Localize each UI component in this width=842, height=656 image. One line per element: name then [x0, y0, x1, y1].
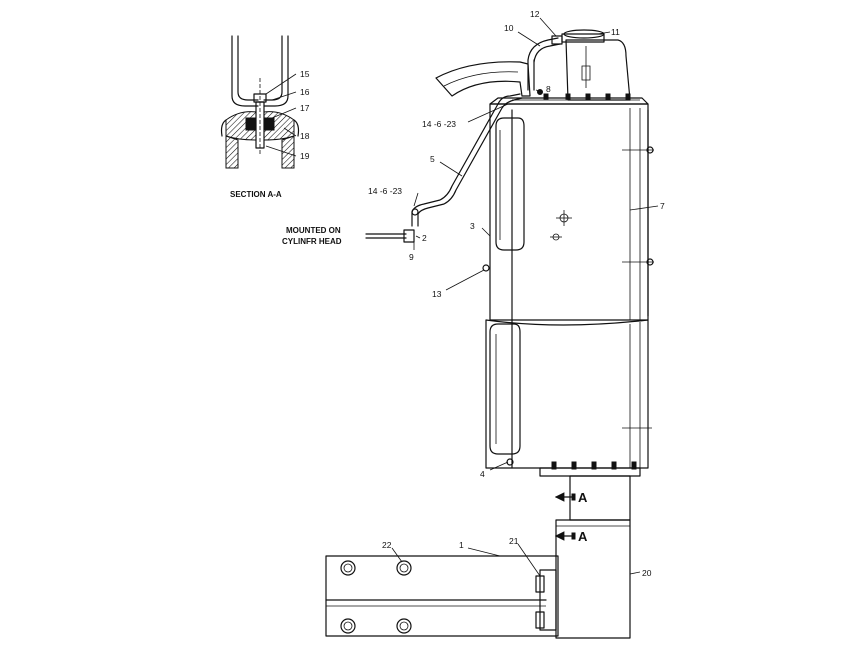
mounting-note-line2: CYLINFR HEAD [282, 237, 342, 246]
callout-14-lower: 14 -6 -23 [368, 186, 402, 196]
callout-1: 1 [459, 540, 464, 550]
center-mark [550, 210, 572, 241]
callout-14-upper: 14 -6 -23 [422, 119, 456, 129]
callout-10: 10 [504, 23, 514, 33]
callout-4: 4 [480, 469, 485, 479]
breather-rod [365, 93, 523, 243]
section-cut-marker-upper: A [554, 490, 588, 505]
callout-15: 15 [300, 69, 310, 79]
callout-11: 11 [611, 27, 620, 37]
section-cut-marker-lower: A [554, 529, 588, 544]
callout-19: 19 [300, 151, 310, 161]
callout-18: 18 [300, 131, 310, 141]
section-marker-upper: A [578, 490, 588, 505]
tank-upper [482, 93, 654, 321]
mounting-note-line1: MOUNTED ON [286, 226, 341, 235]
callout-2: 2 [422, 233, 427, 243]
callout-12: 12 [530, 9, 540, 19]
callout-17: 17 [300, 103, 310, 113]
mounting-plate [325, 555, 559, 637]
callout-5: 5 [430, 154, 435, 164]
callout-7: 7 [660, 201, 665, 211]
callout-8: 8 [546, 84, 551, 94]
callout-9: 9 [409, 252, 414, 262]
callout-leaders [391, 17, 659, 577]
callout-13: 13 [432, 289, 442, 299]
callout-20: 20 [642, 568, 652, 578]
callout-16: 16 [300, 87, 310, 97]
connector-housing [555, 475, 631, 639]
callout-22: 22 [382, 540, 392, 550]
section-marker-lower: A [578, 529, 588, 544]
tank-lower [485, 319, 652, 477]
section-a-a-detail: 15 16 17 18 19 SECTION A-A [220, 35, 310, 199]
plate-bolts [340, 560, 545, 634]
filler-neck [435, 29, 631, 101]
callout-21: 21 [509, 536, 519, 546]
callout-3: 3 [470, 221, 475, 231]
section-title: SECTION A-A [230, 190, 282, 199]
